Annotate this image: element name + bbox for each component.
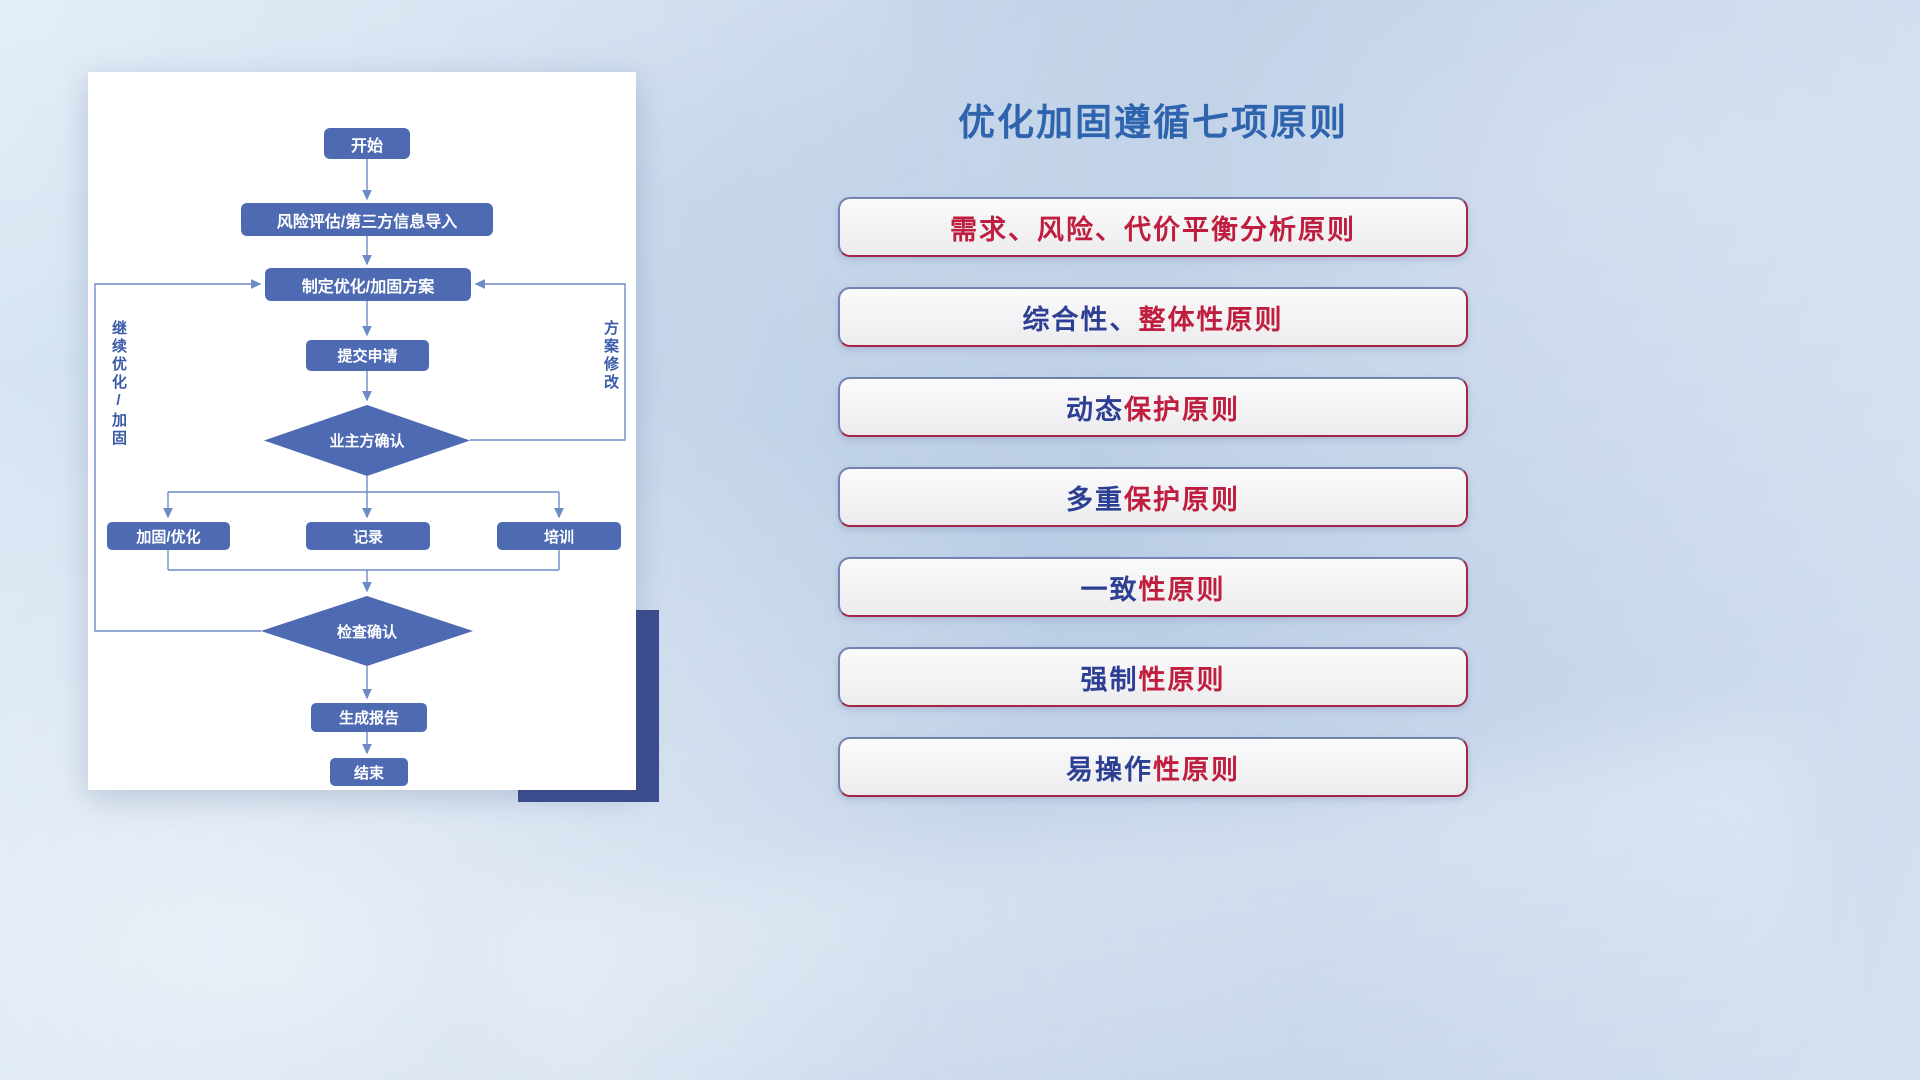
- principle-item-7: 易操作性原则: [838, 737, 1468, 797]
- principle-text-blue: 一致: [1080, 574, 1139, 605]
- principle-item-5: 一致性原则: [838, 557, 1468, 617]
- flow-connectors: [94, 159, 626, 755]
- principle-list: 需求、风险、代价平衡分析原则 综合性、整体性原则 动态保护原则 多重保护原则 一…: [838, 197, 1468, 797]
- principle-item-3: 动态保护原则: [838, 377, 1468, 437]
- flow-node-start: 开始: [324, 128, 410, 159]
- principle-text-red: 性原则: [1153, 754, 1240, 785]
- page-title: 优化加固遵循七项原则: [958, 102, 1348, 143]
- principle-text-red: 整体性原则: [1138, 304, 1284, 335]
- principle-text-red: 性原则: [1138, 664, 1226, 695]
- principle-text-blue: 综合性、: [1022, 304, 1139, 335]
- flow-node-risk-import: 风险评估/第三方信息导入: [241, 203, 493, 236]
- principles-panel: 优化加固遵循七项原则 需求、风险、代价平衡分析原则 综合性、整体性原则 动态保护…: [838, 0, 1468, 1080]
- principle-text-blue: 多重: [1066, 484, 1124, 515]
- flow-label-plan-modify: 方案修改: [602, 320, 619, 392]
- principle-text-blue: 动态: [1066, 394, 1124, 425]
- principle-item-4: 多重保护原则: [838, 467, 1468, 527]
- flow-node-training: 培训: [497, 522, 621, 550]
- flow-node-end: 结束: [330, 758, 408, 786]
- flowchart-card: 开始 风险评估/第三方信息导入 制定优化/加固方案 提交申请 业主方确认 加固/…: [88, 72, 636, 790]
- principle-text-red: 需求、风险、代价平衡分析原则: [950, 214, 1356, 245]
- flow-node-submit: 提交申请: [306, 340, 429, 371]
- flow-node-harden: 加固/优化: [107, 522, 230, 550]
- principle-text-red: 保护原则: [1124, 484, 1240, 515]
- flow-node-make-plan: 制定优化/加固方案: [265, 268, 471, 301]
- principle-text-red: 保护原则: [1124, 394, 1240, 425]
- principle-item-2: 综合性、整体性原则: [838, 287, 1468, 347]
- flow-node-record: 记录: [306, 522, 430, 550]
- principle-text-blue: 强制: [1080, 664, 1139, 695]
- principle-item-1: 需求、风险、代价平衡分析原则: [838, 197, 1468, 257]
- flow-node-report: 生成报告: [311, 703, 427, 732]
- principle-item-6: 强制性原则: [838, 647, 1468, 707]
- principle-text-blue: 易操作: [1066, 754, 1153, 785]
- principle-text-red: 性原则: [1138, 574, 1226, 605]
- flow-label-continue-optimize: 继续优化/加固: [110, 320, 127, 448]
